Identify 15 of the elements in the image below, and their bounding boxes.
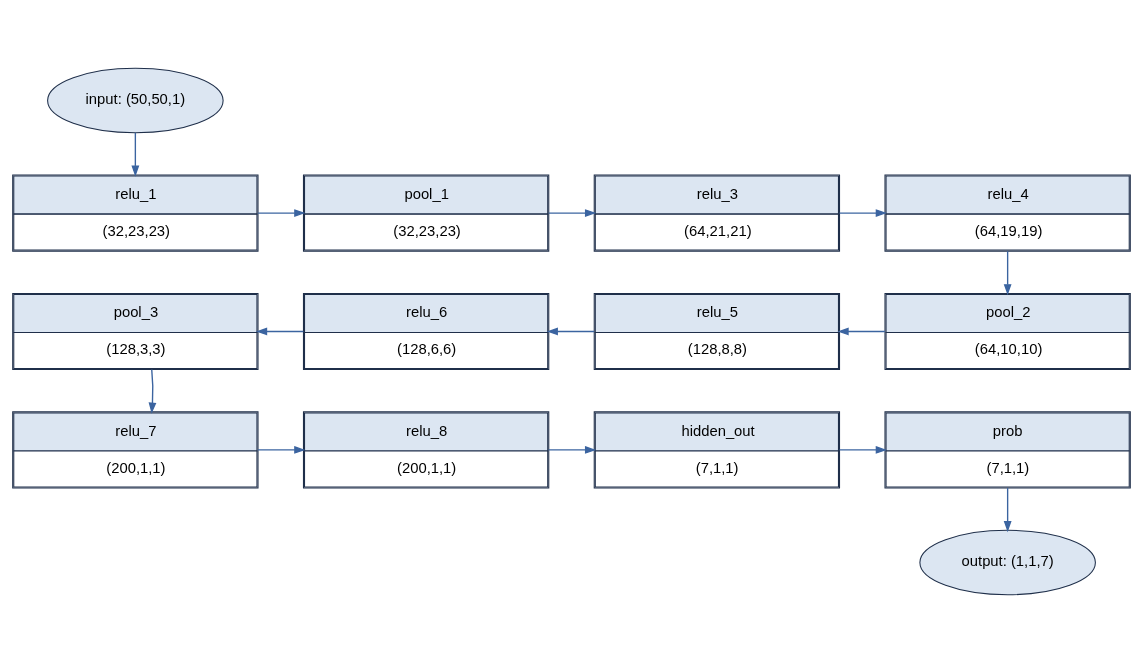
- arrow: [838, 208, 887, 217]
- arrow: [838, 445, 887, 454]
- arrow: [546, 327, 595, 335]
- arrow: [1003, 486, 1012, 532]
- arrow: [131, 131, 140, 177]
- arrow: [837, 327, 886, 335]
- arrow: [148, 368, 157, 414]
- arrow: [257, 208, 306, 217]
- node-ellipse: output: (1,1,7): [919, 529, 1096, 595]
- node-ellipse: input: (50,50,1): [47, 67, 224, 133]
- arrow: [255, 327, 304, 335]
- arrow: [548, 208, 597, 217]
- arrow: [1003, 250, 1012, 295]
- arrow: [257, 445, 306, 454]
- arrow: [548, 445, 597, 454]
